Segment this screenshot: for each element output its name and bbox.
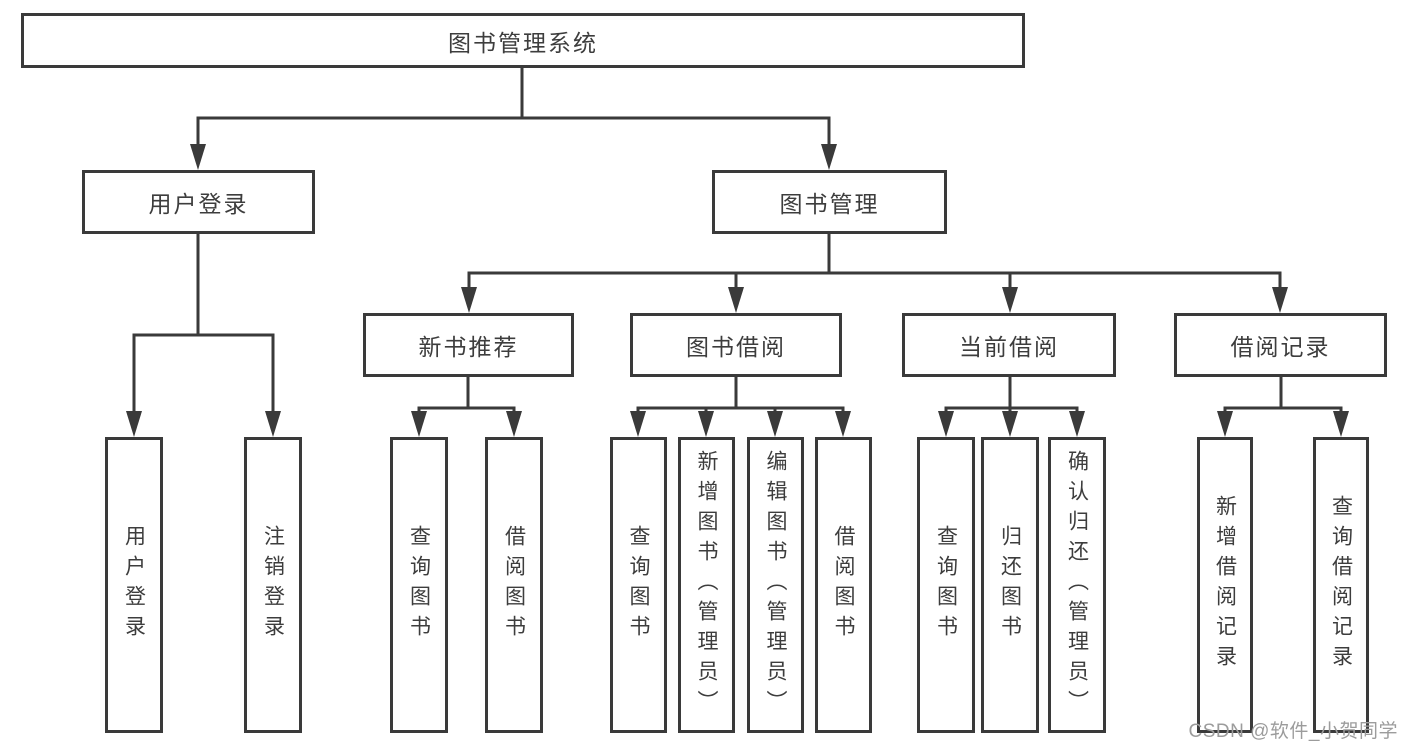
leaf-return-book: 归还图书 [981, 437, 1039, 733]
leaf-query-books-current: 查询图书 [917, 437, 975, 733]
node-user-login-label: 用户登录 [148, 191, 249, 217]
leaf-borrow-books-borrowing: 借阅图书 [815, 437, 872, 733]
node-root-label: 图书管理系统 [448, 29, 598, 56]
node-book-borrowing-label: 图书借阅 [686, 334, 786, 360]
leaf-confirm-return-admin: 确认归还（管理员） [1048, 437, 1106, 733]
watermark-text: CSDN @软件_小贺同学 [1188, 721, 1398, 742]
node-current-borrowing: 当前借阅 [902, 313, 1116, 377]
leaf-query-books-borrowing: 查询图书 [610, 437, 667, 733]
leaf-logout: 注销登录 [244, 437, 302, 733]
node-borrowing-records: 借阅记录 [1174, 313, 1387, 377]
node-book-management-label: 图书管理 [779, 191, 880, 217]
node-user-login: 用户登录 [82, 170, 315, 234]
node-root: 图书管理系统 [21, 13, 1025, 68]
leaf-query-borrow-record: 查询借阅记录 [1313, 437, 1369, 733]
leaf-query-books-recommend: 查询图书 [390, 437, 448, 733]
arrowheads [126, 144, 1349, 437]
node-current-borrowing-label: 当前借阅 [959, 334, 1059, 360]
node-new-book-recommend-label: 新书推荐 [418, 334, 519, 360]
leaf-add-book-admin: 新增图书（管理员） [678, 437, 735, 733]
node-new-book-recommend: 新书推荐 [363, 313, 574, 377]
leaf-borrow-books-recommend: 借阅图书 [485, 437, 543, 733]
leaf-add-borrow-record: 新增借阅记录 [1197, 437, 1253, 733]
leaf-edit-book-admin: 编辑图书（管理员） [747, 437, 804, 733]
node-book-management: 图书管理 [712, 170, 947, 234]
node-borrowing-records-label: 借阅记录 [1230, 334, 1331, 360]
leaf-user-login: 用户登录 [105, 437, 163, 733]
node-book-borrowing: 图书借阅 [630, 313, 842, 377]
